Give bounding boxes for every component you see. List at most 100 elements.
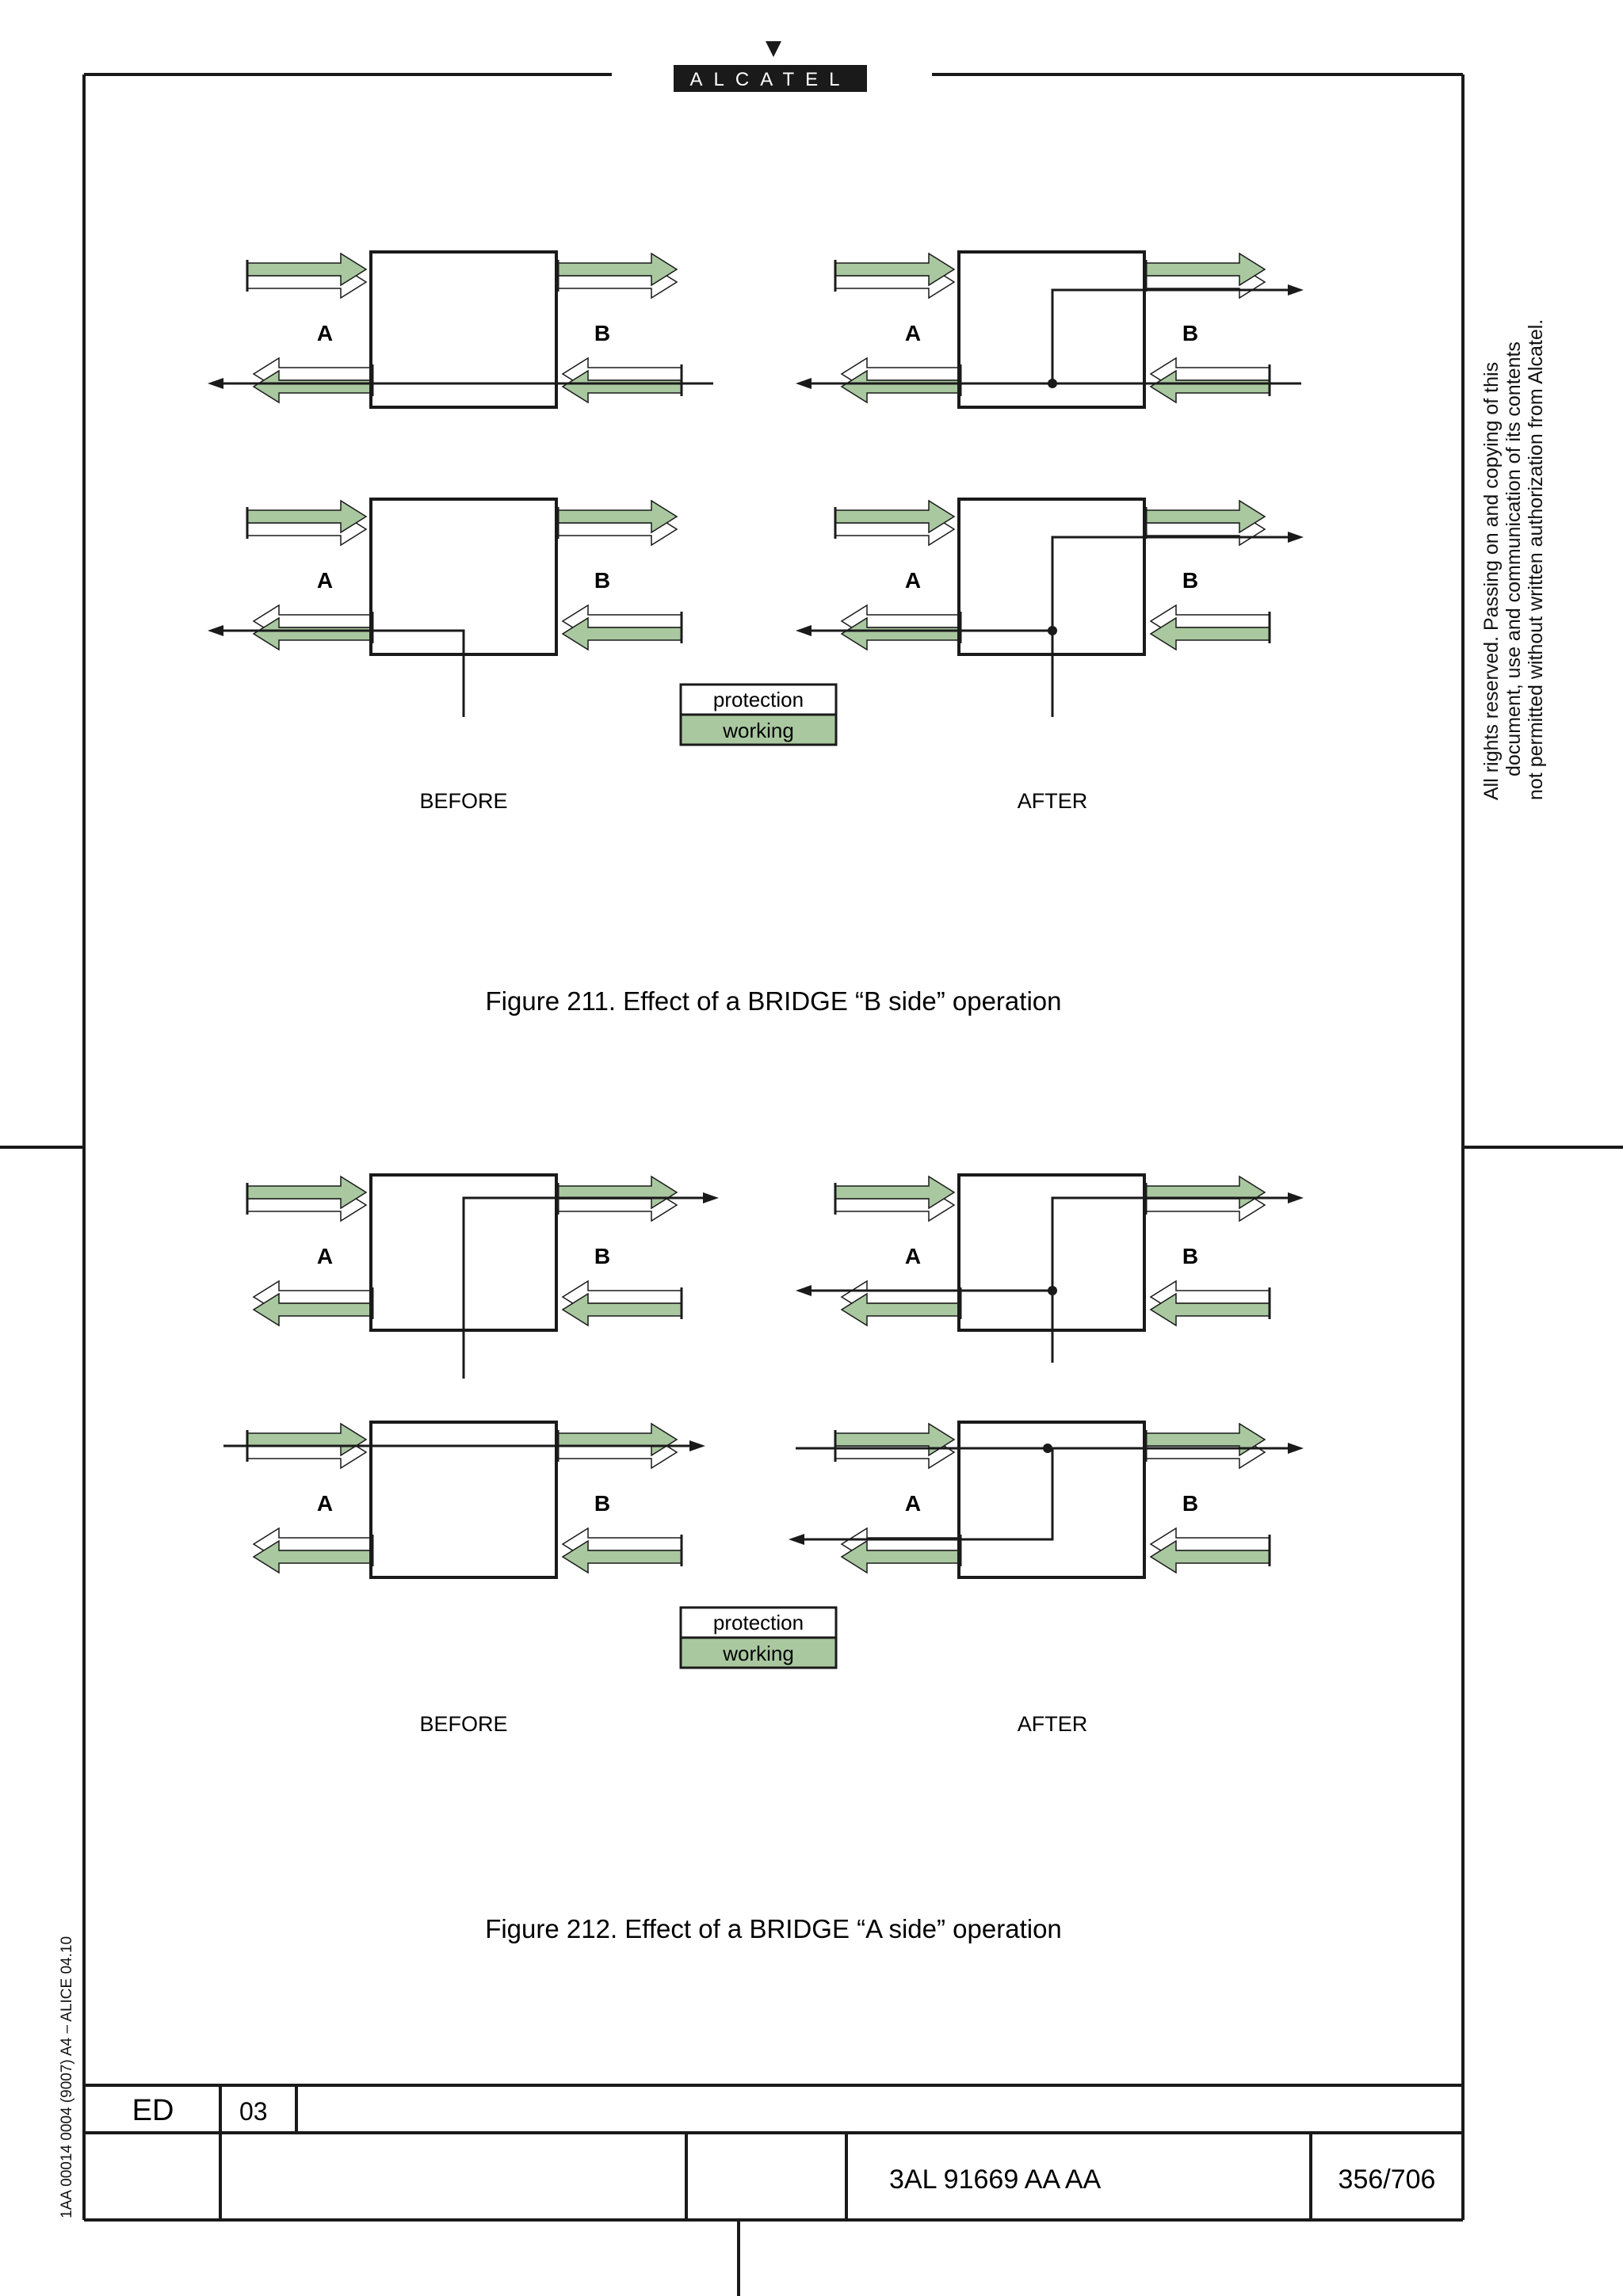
signal-path (796, 1447, 1054, 1541)
working-arrow (557, 252, 678, 287)
figure-caption: Figure 212. Effect of a BRIDGE “A side” … (485, 1914, 1062, 1943)
port-b-label: B (1182, 1244, 1198, 1268)
working-arrow (561, 616, 682, 651)
legend-protection-label: protection (713, 1611, 804, 1634)
working-arrow (840, 369, 961, 404)
alcatel-logo: ALCATEL (674, 41, 867, 92)
working-arrow (1145, 252, 1266, 287)
working-arrow (252, 1292, 373, 1327)
legend-working-box (679, 713, 838, 746)
legend-working-box (679, 1636, 838, 1669)
signal-arrowhead (1288, 284, 1304, 296)
bridge-node (1048, 1286, 1057, 1295)
after-label: AFTER (1018, 1712, 1088, 1736)
after-label: AFTER (1018, 789, 1088, 813)
signal-arrowhead (689, 1440, 705, 1451)
working-arrow (246, 252, 368, 287)
working-arrow (834, 1175, 956, 1210)
signal-arrowhead (1288, 1192, 1304, 1203)
working-arrow (834, 499, 956, 534)
signal-arrowhead (1288, 532, 1304, 543)
signal-path (1051, 536, 1296, 631)
working-arrow (1149, 1539, 1270, 1574)
working-arrow (252, 616, 373, 651)
working-arrow (557, 499, 678, 534)
signal-arrowhead (703, 1192, 719, 1203)
signal-path (1051, 1196, 1296, 1363)
port-b-label: B (594, 1244, 610, 1268)
legend-working-label: working (722, 1642, 794, 1665)
working-arrow (840, 1539, 961, 1574)
signal-arrowhead (796, 378, 812, 389)
page-number: 356/706 (1338, 2164, 1436, 2195)
signal-arrowhead (208, 378, 223, 389)
working-arrow (246, 1175, 368, 1210)
side-code: 1AA 00014 0004 (9007) A4 – ALICE 04.10 (59, 1936, 75, 2218)
signal-arrowhead (1288, 1443, 1304, 1454)
port-a-label: A (905, 1491, 921, 1516)
before-label: BEFORE (419, 1712, 507, 1736)
port-b-label: B (1182, 1491, 1198, 1516)
working-arrow (561, 1539, 682, 1574)
copyright-line-2: document, use and communication of its c… (1503, 341, 1525, 776)
ed-label: ED (132, 2094, 174, 2127)
bridge-node (1043, 1444, 1052, 1453)
port-a-label: A (905, 568, 921, 593)
working-arrow (1149, 616, 1270, 651)
port-b-label: B (594, 1491, 610, 1516)
signal-path (1051, 288, 1296, 383)
signal-path (802, 629, 1054, 717)
working-arrow (1145, 499, 1266, 534)
working-arrow (834, 252, 956, 287)
equipment-box (957, 250, 1146, 409)
figure-211: protection working BEFORE AFTER Figure 2… (419, 683, 1088, 1016)
title-block (84, 2084, 1463, 2296)
port-a-label: A (317, 568, 333, 593)
equipment-box (369, 250, 558, 409)
before-label: BEFORE (419, 789, 507, 813)
figure-212: protection working BEFORE AFTER Figure 2… (419, 1606, 1088, 1943)
equipment-box (957, 1421, 1146, 1579)
signal-arrowhead (796, 1285, 812, 1296)
working-arrow (1149, 369, 1270, 404)
working-arrow (252, 369, 373, 404)
port-a-label: A (317, 1244, 333, 1268)
port-b-label: B (1182, 321, 1198, 345)
working-arrow (246, 499, 368, 534)
working-arrow (561, 369, 682, 404)
legend-working-label: working (722, 719, 794, 742)
port-a-label: A (905, 1244, 921, 1268)
legend-protection-label: protection (713, 688, 804, 711)
port-b-label: B (1182, 568, 1198, 593)
port-b-label: B (594, 568, 610, 593)
page-frame (0, 73, 1623, 2220)
bridge-node (1048, 626, 1057, 635)
port-a-label: A (905, 321, 921, 345)
working-arrow (561, 1292, 682, 1327)
working-arrow (840, 1292, 961, 1327)
signal-arrowhead (796, 625, 812, 636)
signal-path (462, 1196, 711, 1379)
signal-path (214, 629, 465, 717)
port-a-label: A (317, 1491, 333, 1516)
logo-text: ALCATEL (690, 69, 851, 90)
port-a-label: A (317, 321, 333, 345)
signal-arrowhead (208, 625, 223, 636)
legend-protection-box (679, 683, 838, 716)
legend-protection-box (679, 1606, 838, 1639)
working-arrow (1149, 1292, 1270, 1327)
copyright-line-1: All rights reserved. Passing on and copy… (1480, 362, 1503, 800)
copyright-notice: All rights reserved. Passing on and copy… (1480, 319, 1547, 800)
figure-caption: Figure 211. Effect of a BRIDGE “B side” … (486, 986, 1062, 1016)
doc-number: 3AL 91669 AA AA (889, 2164, 1102, 2195)
